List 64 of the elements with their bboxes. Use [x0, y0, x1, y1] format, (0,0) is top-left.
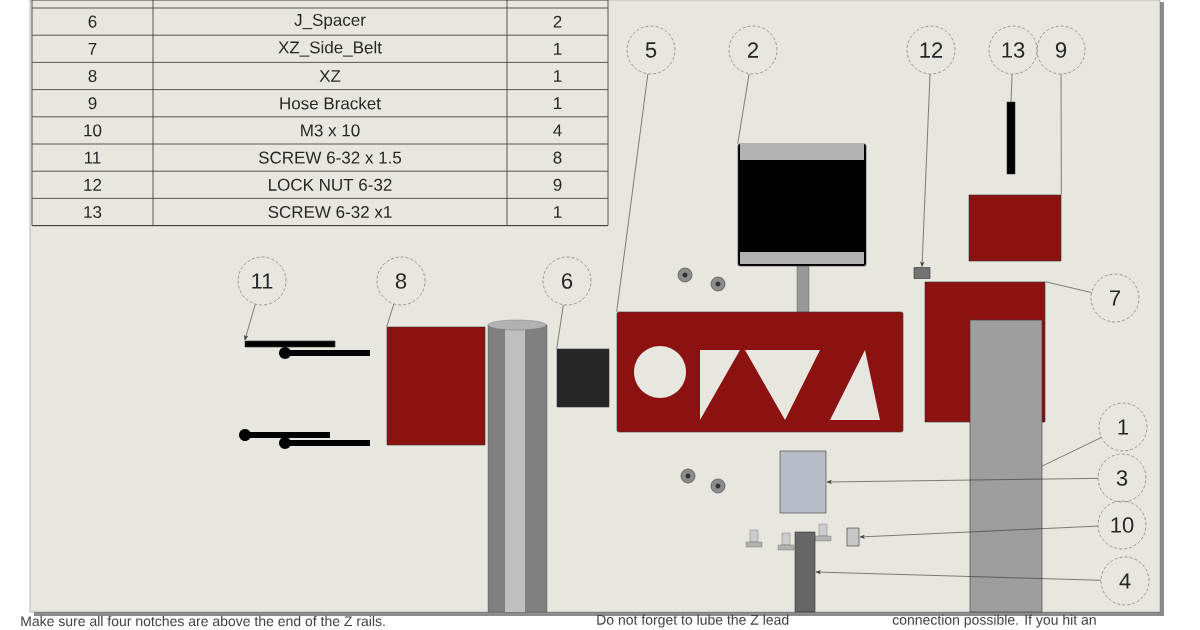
table-cell: 8 — [553, 151, 562, 164]
table-cell: 1 — [554, 42, 562, 55]
table-cell: 1 — [554, 70, 562, 82]
coupler-part — [779, 450, 827, 514]
callout-balloon: 6 — [542, 256, 592, 306]
callout-balloon: 8 — [376, 256, 426, 306]
table-cell: 6 — [88, 15, 97, 28]
table-cell: LOCK NUT 6-32 — [269, 178, 392, 191]
callout-balloon: 11 — [237, 256, 287, 306]
table-cell: M3 x 10 — [301, 124, 360, 137]
spacer-part — [556, 348, 610, 408]
frame-part — [616, 311, 904, 433]
leader-line — [1010, 73, 1013, 102]
screw-part — [846, 527, 860, 547]
leader-line — [737, 73, 750, 144]
table-cell: SCREW 6-32 x 1.5 — [258, 151, 402, 164]
leader-line — [826, 478, 1099, 484]
callout-balloon: 1 — [1098, 402, 1148, 452]
table-cell: 12 — [84, 178, 102, 191]
callout-balloon: 4 — [1100, 556, 1150, 606]
callout-balloon: 7 — [1090, 273, 1140, 323]
screw-part — [1006, 101, 1016, 175]
table-cell: 1 — [554, 206, 562, 218]
table-cell: Hose Bracket — [280, 96, 381, 110]
leader-line — [920, 73, 931, 267]
table-cell: 4 — [553, 124, 562, 137]
leader-line — [1060, 73, 1062, 195]
clamp-part — [386, 326, 486, 446]
lead-screw-part — [794, 531, 816, 613]
motor-part — [737, 143, 867, 267]
table-cell: 11 — [85, 151, 101, 164]
table-cell: 13 — [84, 206, 102, 219]
paragraph-text: Do not forget to lube the Z lead — [597, 614, 789, 628]
bracket-part — [968, 194, 1062, 262]
table-cell: 7 — [88, 42, 97, 55]
paragraph-text: connection possible. If you hit an — [892, 614, 1096, 628]
table-cell: 9 — [88, 97, 97, 110]
callout-balloon: 5 — [626, 25, 676, 75]
leader-line — [1042, 437, 1102, 467]
table-cell: 1 — [554, 97, 562, 110]
callout-balloon: 13 — [988, 25, 1038, 75]
callout-balloon: 10 — [1097, 500, 1147, 550]
callout-balloon: 2 — [728, 25, 778, 75]
table-cell: 10 — [84, 124, 102, 137]
callout-balloon: 3 — [1097, 453, 1147, 503]
leader-line — [815, 570, 1102, 581]
leader-line — [859, 525, 1099, 539]
rail-part — [969, 319, 1043, 613]
table-cell: J_Spacer — [294, 13, 366, 30]
table-cell: XZ — [319, 70, 341, 82]
table-cell: XZ_Side_Belt — [278, 40, 382, 57]
leader-line — [244, 304, 256, 341]
table-cell: 2 — [553, 15, 562, 28]
leader-line — [386, 303, 395, 327]
table-cell: 9 — [553, 178, 562, 191]
table-cell: SCREW 6-32 x1 — [268, 206, 392, 219]
paragraph-text: Make sure all four notches are above the end of the Z rails. — [21, 615, 385, 627]
leader-line — [1045, 281, 1092, 293]
leader-line — [616, 73, 649, 312]
callout-balloon: 9 — [1036, 25, 1086, 75]
callout-balloon: 12 — [906, 25, 956, 75]
nut-part — [913, 267, 931, 279]
leader-line — [556, 304, 564, 349]
table-cell: 8 — [88, 70, 97, 83]
